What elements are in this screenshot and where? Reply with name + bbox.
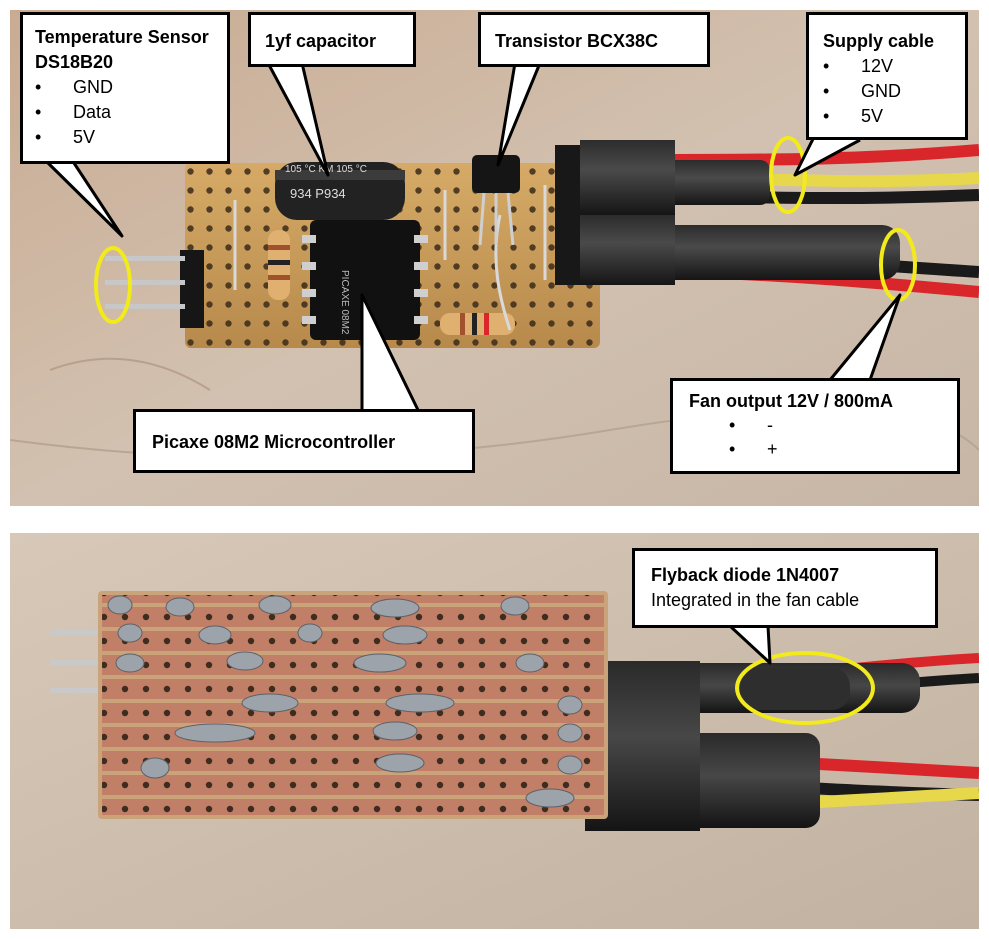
pointer-fan-output (828, 293, 902, 381)
capacitor-code: 934 P934 (290, 186, 346, 201)
flyback-diode-title: Flyback diode 1N4007 (651, 565, 840, 585)
transistor (472, 155, 520, 246)
jumper-wires (233, 185, 547, 331)
flyback-diode-subtitle: Integrated in the fan cable (651, 590, 860, 610)
callout-microcontroller: Picaxe 08M2 Microcontroller (133, 409, 475, 473)
list-item: GND (35, 75, 215, 100)
sensor-header (105, 250, 204, 328)
list-item: Data (35, 100, 215, 125)
photo-bottom-solder-side (10, 533, 979, 929)
pointer-capacitor (266, 62, 330, 177)
pointer-microcontroller (360, 293, 420, 411)
diode-bulge (740, 668, 850, 710)
pointer-flyback-diode (728, 624, 772, 665)
list-item: 5V (823, 104, 951, 129)
supply-cable-list: 12V GND 5V (823, 54, 951, 129)
resistor-vertical (268, 230, 290, 300)
fan-output-title: Fan output 12V / 800mA (689, 391, 894, 411)
callout-fan-output: Fan output 12V / 800mA - + (670, 378, 960, 474)
capacitor-title: 1yf capacitor (265, 31, 377, 51)
supply-cable-title: Supply cable (823, 31, 935, 51)
list-item: - (729, 413, 941, 437)
pointer-temp-sensor (43, 158, 124, 238)
pointer-transistor (496, 62, 542, 167)
list-item: 12V (823, 54, 951, 79)
highlight-flyback-diode (735, 651, 875, 725)
heatshrink-lower (670, 733, 820, 828)
callout-pointers-top (43, 62, 902, 411)
resistor-horizontal (440, 313, 515, 335)
heatshrink-fan (650, 225, 900, 280)
callout-capacitor: 1yf capacitor (248, 12, 416, 67)
temp-sensor-pin-list: GND Data 5V (35, 75, 215, 150)
callout-flyback-diode: Flyback diode 1N4007 Integrated in the f… (632, 548, 938, 628)
temp-sensor-title: Temperature Sensor DS18B20 (35, 27, 209, 72)
list-item: + (729, 437, 941, 461)
callout-temperature-sensor: Temperature Sensor DS18B20 GND Data 5V (20, 12, 230, 164)
header-pins-bottom (50, 630, 110, 693)
connector-blocks (555, 140, 675, 285)
capacitor: 105 °C KM 105 °C 934 P934 (275, 162, 405, 220)
solder-joints (107, 595, 583, 808)
fan-output-list: - + (689, 413, 941, 461)
callout-supply-cable: Supply cable 12V GND 5V (806, 12, 968, 140)
list-item: GND (823, 79, 951, 104)
microcontroller-chip: PICAXE 08M2 (302, 220, 428, 340)
microcontroller-title: Picaxe 08M2 Microcontroller (152, 432, 396, 452)
stripboard-solder-side (98, 591, 608, 819)
chip-marking: PICAXE 08M2 (339, 270, 350, 335)
list-item: 5V (35, 125, 215, 150)
highlight-sensor-pins (94, 246, 132, 324)
transistor-title: Transistor BCX38C (495, 31, 659, 51)
highlight-supply-cable (769, 136, 807, 214)
callout-transistor: Transistor BCX38C (478, 12, 710, 67)
